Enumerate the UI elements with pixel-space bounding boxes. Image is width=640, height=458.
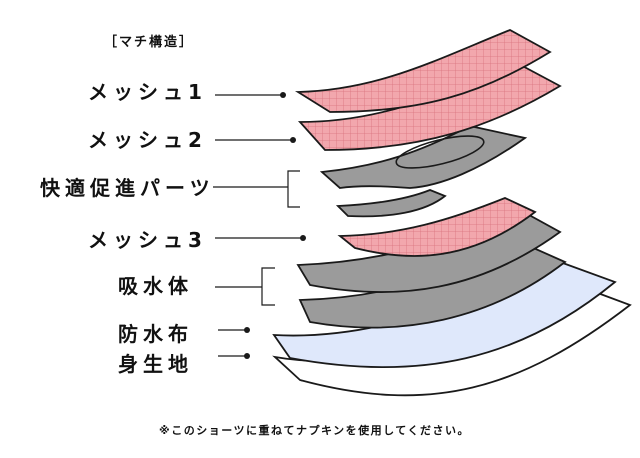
section-title: ［マチ構造］ [104, 35, 195, 50]
label-comfort-parts: 快適促進パーツ [40, 176, 215, 200]
bracket-absorbent [261, 267, 275, 306]
comfort-oval [395, 135, 485, 169]
layer-comfort-upper [319, 125, 528, 189]
layer-comfort-lower [335, 189, 447, 218]
layer-mesh-1 [294, 29, 552, 113]
dot-mesh-2 [290, 137, 296, 143]
layer-mesh-3 [337, 197, 537, 257]
footnote: ※このショーツに重ねてナプキンを使用してください。 [159, 424, 470, 437]
label-waterproof: 防水布 [118, 322, 193, 346]
label-mesh-3: メッシュ3 [88, 228, 207, 252]
layer-mesh-2 [297, 60, 562, 151]
label-absorbent: 吸水体 [118, 274, 193, 298]
label-mesh-1: メッシュ1 [88, 80, 207, 104]
dot-body-fabric [244, 353, 250, 359]
dot-mesh-3 [300, 235, 306, 241]
bracket-comfort [287, 170, 300, 208]
dot-mesh-1 [280, 92, 286, 98]
label-mesh-2: メッシュ2 [88, 128, 207, 152]
label-body-fabric: 身生地 [118, 352, 193, 376]
dot-waterproof [244, 327, 250, 333]
